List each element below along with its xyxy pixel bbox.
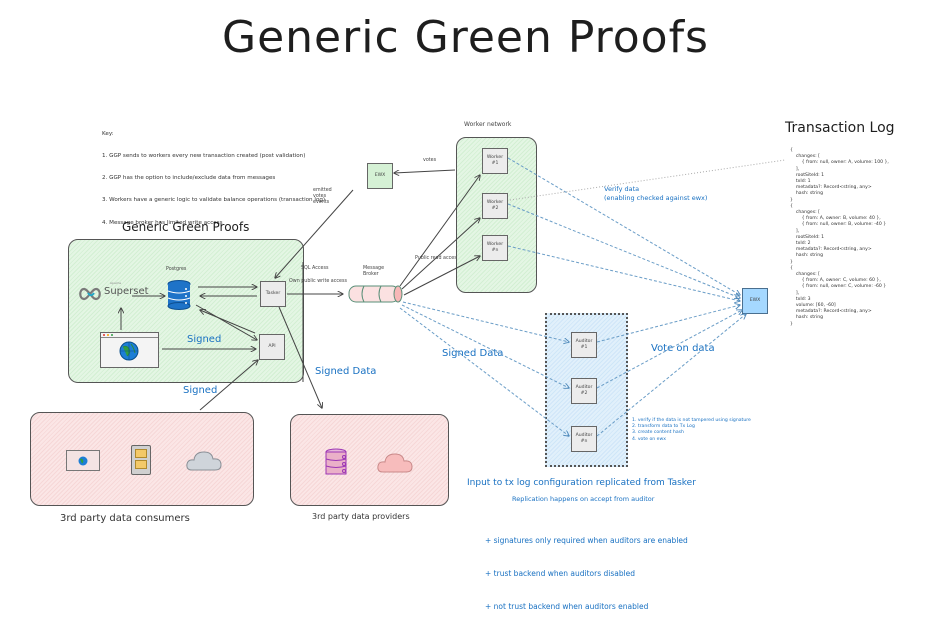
signed-data-label-mid: Signed Data — [442, 348, 504, 359]
consumer-cloud-icon — [186, 450, 222, 476]
globe-icon — [119, 341, 139, 361]
signed-data-label-left: Signed Data — [315, 366, 377, 377]
postgres-label: Postgres — [166, 267, 187, 272]
signed-label-inner: Signed — [187, 334, 222, 345]
footer-bullet: + trust backend when auditors disabled — [485, 569, 636, 578]
footer-headline: Input to tx log configuration replicated… — [467, 478, 696, 488]
footer-bullet: + not trust backend when auditors enable… — [485, 602, 649, 611]
worker-node-n[interactable]: Worker #n — [482, 235, 508, 261]
transaction-log-entries: { changes: [ { from: null, owner: A, vol… — [790, 148, 889, 327]
superset-icon — [79, 287, 101, 301]
providers-label: 3rd party data providers — [312, 512, 410, 521]
vote-on-data-label: Vote on data — [651, 343, 715, 354]
worker-node-1[interactable]: Worker #1 — [482, 148, 508, 174]
key-item: 2. GGP has the option to include/exclude… — [102, 175, 276, 182]
superset-label: Superset — [104, 286, 149, 297]
ewx-top-node[interactable]: EWX — [367, 163, 393, 189]
globe-icon — [78, 456, 88, 466]
key-item: 4. Message broker has limited write acce… — [102, 219, 223, 226]
ggp-group-title: Generic Green Proofs — [122, 220, 250, 234]
key-heading: Key: — [102, 130, 114, 137]
superset-logo — [78, 286, 102, 305]
tasker-node[interactable]: Tasker — [260, 281, 286, 307]
arrow-worker1-ewx — [507, 157, 740, 295]
footer-bullets: + signatures only required when auditors… — [485, 513, 688, 623]
key-item: 3. Workers have a generic logic to valid… — [102, 197, 326, 204]
read-access-label: Public read access — [415, 256, 460, 261]
verify-data-label: Verify data (enabling checked against ew… — [604, 185, 708, 202]
write-access-label: Own public write access — [289, 279, 347, 284]
message-broker-node[interactable] — [345, 284, 405, 308]
consumer-web-app — [66, 450, 100, 471]
queue-icon — [348, 285, 403, 303]
worker-network-title: Worker network — [464, 121, 512, 128]
transaction-log-title: Transaction Log — [785, 120, 895, 136]
ewx-right-node[interactable]: EWX — [742, 288, 768, 314]
arrow-worker2-ewx — [507, 203, 740, 298]
votes-label: votes — [423, 158, 437, 163]
sql-access-label: SQL Access — [301, 266, 329, 271]
auditor-node-1[interactable]: Auditor #1 — [571, 332, 597, 358]
arrow-broker-auditor2 — [401, 304, 569, 388]
auditor-node-2[interactable]: Auditor #2 — [571, 378, 597, 404]
footer-bullet: + signatures only required when auditors… — [485, 536, 688, 545]
postgres-node[interactable] — [167, 280, 191, 314]
worker-node-2[interactable]: Worker #2 — [482, 193, 508, 219]
broker-label: Message Broker — [363, 266, 385, 277]
superset-sub-label: Apache — [110, 281, 122, 285]
provider-cloud-icon — [377, 452, 413, 478]
web-app-window[interactable] — [100, 332, 159, 368]
diagram-title: Generic Green Proofs — [222, 12, 709, 63]
api-node[interactable]: API — [259, 334, 285, 360]
mobile-device-icon — [131, 445, 151, 475]
providers-box — [290, 414, 449, 506]
footer-sub: Replication happens on accept from audit… — [512, 495, 655, 503]
emitted-events-label: emitted votes events — [313, 188, 332, 205]
auditor-node-n[interactable]: Auditor #n — [571, 426, 597, 452]
provider-database-icon — [325, 448, 349, 482]
arrow-workern-ewx — [507, 245, 740, 301]
key-item: 1. GGP sends to workers every new transa… — [102, 153, 306, 160]
auditor-steps: 1. verify if the data is not tampered us… — [632, 418, 751, 442]
arrow-worker-ewx — [394, 169, 456, 173]
consumers-label: 3rd party data consumers — [60, 513, 190, 524]
database-icon — [167, 280, 191, 310]
signed-label-outer: Signed — [183, 385, 218, 396]
